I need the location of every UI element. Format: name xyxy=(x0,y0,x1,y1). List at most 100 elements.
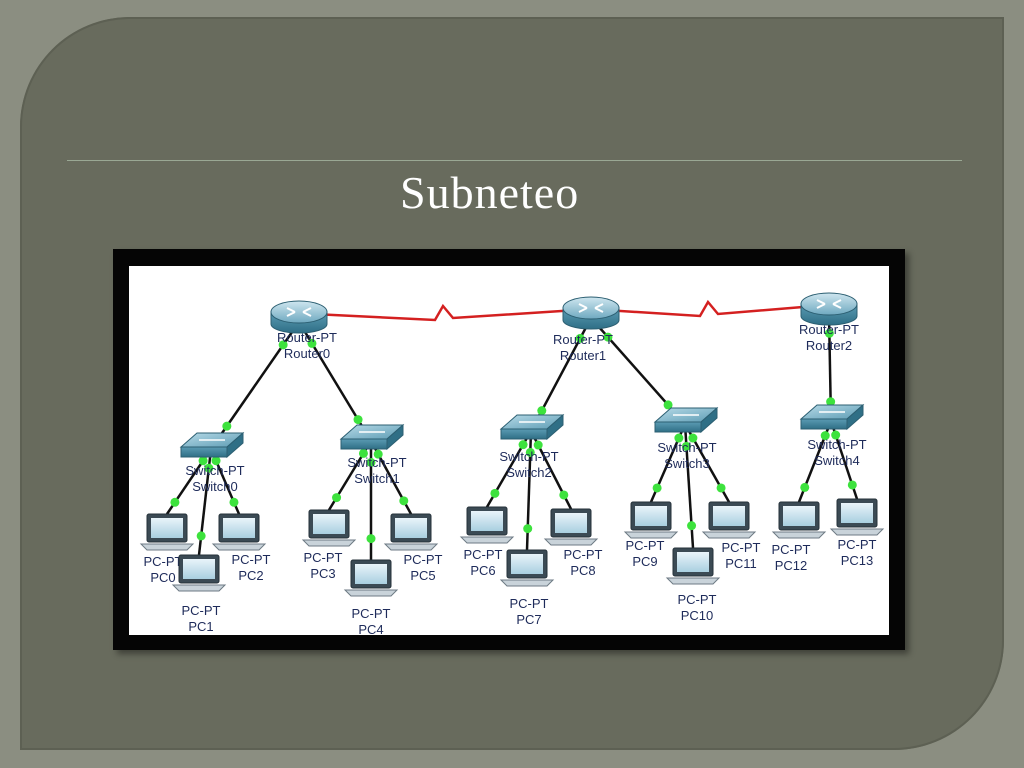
pc-icon xyxy=(701,501,757,539)
switch-icon xyxy=(653,406,719,434)
pc-icon xyxy=(499,549,555,587)
link-router1-switch2 xyxy=(529,317,593,432)
link-router1-router2 xyxy=(602,299,818,318)
device-name-label: PC13 xyxy=(841,553,874,568)
device-type-label: Switch-PT xyxy=(185,463,244,478)
link-light xyxy=(537,406,547,416)
router-icon xyxy=(270,300,328,334)
link-light xyxy=(229,497,239,507)
pc-icon xyxy=(829,498,885,536)
device-name-label: Switch0 xyxy=(192,479,238,494)
switch-icon xyxy=(179,431,245,459)
devices-layer: Router-PTRouter0Router-PTRouter1Router-P… xyxy=(139,292,885,635)
device-type-label: Router-PT xyxy=(277,330,337,345)
device-name-label: Switch1 xyxy=(354,471,400,486)
device-name-label: Router1 xyxy=(560,348,606,363)
device-name-label: PC8 xyxy=(570,563,595,578)
link-light xyxy=(716,483,726,493)
link-light xyxy=(518,440,528,450)
link-light xyxy=(674,433,684,443)
link-light xyxy=(490,488,500,498)
device-type-label: PC-PT xyxy=(510,596,549,611)
device-type-label: Switch-PT xyxy=(657,440,716,455)
network-topology-diagram: Router-PTRouter0Router-PTRouter1Router-P… xyxy=(139,292,885,635)
device-type-label: Router-PT xyxy=(553,332,613,347)
device-name-label: PC4 xyxy=(358,622,383,635)
link-light xyxy=(525,447,535,457)
device-type-label: PC-PT xyxy=(772,542,811,557)
switch-icon xyxy=(499,413,565,441)
device-type-label: Router-PT xyxy=(799,322,859,337)
device-type-label: PC-PT xyxy=(352,606,391,621)
device-type-label: PC-PT xyxy=(304,550,343,565)
link-light xyxy=(332,493,342,503)
link-light xyxy=(847,480,857,490)
device-name-label: Router0 xyxy=(284,346,330,361)
device-name-label: PC5 xyxy=(410,568,435,583)
device-name-label: Router2 xyxy=(806,338,852,353)
device-name-label: PC11 xyxy=(725,556,757,571)
link-switch4-pc12 xyxy=(797,420,833,503)
link-router0-switch1 xyxy=(297,321,373,442)
link-light xyxy=(826,397,836,407)
serial-link-line xyxy=(604,299,816,318)
link-light xyxy=(278,340,288,350)
serial-link-line xyxy=(312,303,578,322)
link-light xyxy=(831,430,841,440)
device-type-label: Switch-PT xyxy=(499,449,558,464)
link-switch1-pc4 xyxy=(366,441,376,560)
router-icon xyxy=(800,292,858,326)
link-light xyxy=(800,482,810,492)
device-type-label: PC-PT xyxy=(678,592,717,607)
link-router0-router1 xyxy=(310,303,580,322)
link-light xyxy=(575,333,585,343)
link-light xyxy=(603,332,613,342)
link-router0-switch0 xyxy=(209,321,301,450)
link-light xyxy=(358,448,368,458)
pc-icon xyxy=(139,513,195,551)
link-light xyxy=(533,440,543,450)
link-switch3-pc10 xyxy=(681,423,697,549)
link-light xyxy=(559,490,569,500)
link-light xyxy=(196,531,206,541)
device-name-label: PC6 xyxy=(470,563,495,578)
link-light xyxy=(366,457,376,467)
device-name-label: PC1 xyxy=(188,619,213,634)
link-switch1-pc5 xyxy=(369,440,413,515)
pc-icon xyxy=(665,547,721,585)
device-type-label: PC-PT xyxy=(838,537,877,552)
link-router1-switch3 xyxy=(590,317,686,425)
device-type-label: Switch-PT xyxy=(807,437,866,452)
device-type-label: PC-PT xyxy=(626,538,665,553)
links-layer xyxy=(165,299,859,560)
link-light xyxy=(523,524,533,534)
device-name-label: Switch2 xyxy=(506,465,552,480)
pc-icon xyxy=(459,506,515,544)
link-switch2-pc6 xyxy=(485,430,533,508)
link-light xyxy=(688,433,698,443)
link-light xyxy=(824,328,834,338)
